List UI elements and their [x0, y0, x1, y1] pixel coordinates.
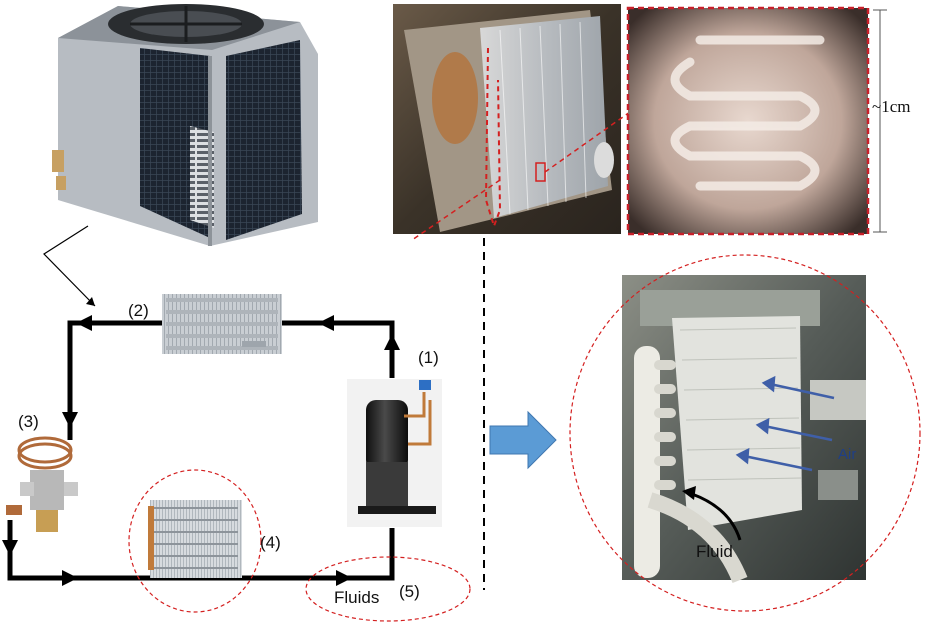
label-compressor: (1) — [418, 348, 439, 367]
fluid-arrow-head — [682, 486, 696, 500]
test-rig-photo — [622, 275, 866, 584]
label-fluid: Fluid — [696, 542, 733, 561]
condensing-unit-icon — [52, 4, 318, 246]
transition-arrow — [489, 410, 557, 470]
frost-closeup-photo — [626, 6, 870, 236]
label-air: Air — [838, 446, 856, 463]
scale-label: ~1cm — [872, 97, 910, 116]
label-fluids: Fluids — [334, 588, 379, 607]
evaporator-coil-icon — [148, 500, 242, 578]
rig-highlight — [569, 254, 921, 612]
label-expansion-valve: (3) — [18, 412, 39, 431]
air-flow-arrows — [735, 375, 835, 472]
unit-to-condenser-pointer — [43, 225, 96, 307]
compressor-icon — [347, 379, 442, 527]
frosted-coil-photo — [393, 4, 621, 241]
evaporator-highlight — [128, 469, 262, 613]
fluids-highlight — [305, 556, 471, 622]
fluid-arrow — [691, 492, 742, 541]
label-condenser: (2) — [128, 301, 149, 320]
condenser-coil-icon — [162, 294, 282, 354]
scale-bar — [873, 9, 887, 233]
expansion-valve-icon — [6, 436, 78, 532]
label-fluids-point: (5) — [399, 582, 420, 601]
loop-flow-arrows — [2, 315, 400, 586]
label-evaporator: (4) — [260, 533, 281, 552]
